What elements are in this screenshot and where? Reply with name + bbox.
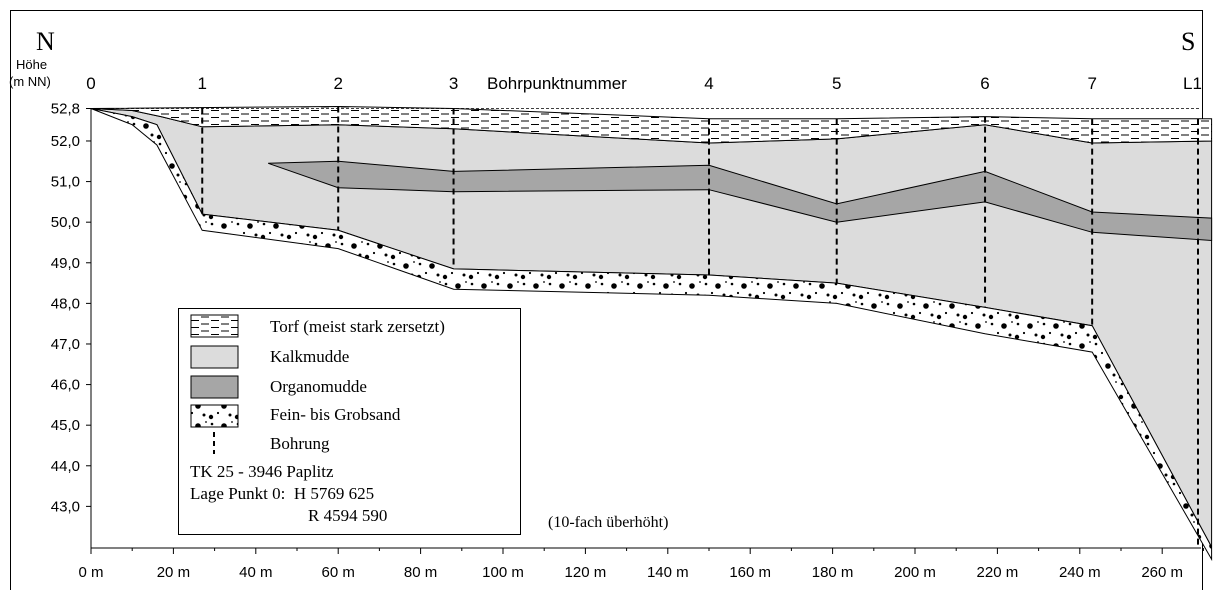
borehole-label-4: 4 [704,74,713,93]
legend-swatch-organomudde [190,375,239,399]
y-axis-title-line2: (m NN) [9,74,51,89]
legend-swatch-kalkmudde [190,345,239,369]
y-tick-label: 52,0 [51,133,80,150]
legend-swatch-sand [190,404,239,428]
y-tick-label: 46,0 [51,377,80,394]
x-tick-label: 80 m [404,564,437,581]
x-tick-label: 0 m [78,564,103,581]
x-tick-label: 260 m [1141,564,1183,581]
layer-organomudde [268,160,1213,242]
compass-south: S [1181,27,1195,56]
borehole-label-5: 5 [832,74,841,93]
x-tick-label: 120 m [565,564,607,581]
legend-label-sand: Fein- bis Grobsand [270,405,401,424]
borehole-label-6: 6 [980,74,989,93]
borehole-lines [201,106,1199,547]
legend-label-organomudde: Organomudde [270,377,367,396]
borehole-label-2: 2 [333,74,342,93]
y-tick-label: 47,0 [51,336,80,353]
y-tick-label: 52,8 [51,101,80,118]
legend: Torf (meist stark zersetzt) Kalkmudde Or… [178,308,521,535]
x-tick-label: 100 m [482,564,524,581]
x-tick-label: 220 m [977,564,1019,581]
x-tick-label: 40 m [239,564,272,581]
y-axis-title-line1: Höhe [16,57,47,72]
y-tick-label: 44,0 [51,458,80,475]
y-tick-label: 49,0 [51,255,80,272]
y-tick-label: 50,0 [51,214,80,231]
stratigraphic-layers [90,105,1213,562]
exaggeration-note: (10-fach überhöht) [548,514,668,531]
legend-label-kalkmudde: Kalkmudde [270,347,349,366]
borehole-label-1: 1 [197,74,206,93]
x-tick-label: 200 m [894,564,936,581]
legend-swatch-torf [190,314,239,338]
borehole-label-7: 7 [1087,74,1096,93]
borehole-labels: 0 1 2 3 4 5 6 7 L1 [86,74,1202,93]
x-tick-label: 20 m [157,564,190,581]
legend-label-torf: Torf (meist stark zersetzt) [270,317,445,336]
legend-label-bohrung: Bohrung [270,434,330,453]
x-tick-label: 140 m [647,564,689,581]
y-tick-label: 51,0 [51,174,80,191]
axes: 52,8 52,0 51,0 50,0 49,0 48,0 47,0 46,0 45,0 44,0… [51,101,1204,581]
borehole-label-3: 3 [449,74,458,93]
y-tick-label: 43,0 [51,498,80,515]
layer-sand [90,108,1213,562]
y-tick-label: 45,0 [51,417,80,434]
x-tick-label: 240 m [1059,564,1101,581]
boreholes-title: Bohrpunktnummer [487,74,627,93]
x-tick-label: 60 m [322,564,355,581]
x-tick-label: 160 m [729,564,771,581]
legend-location-line3: R 4594 590 [308,506,387,525]
x-tick-label: 180 m [812,564,854,581]
borehole-label-L1: L1 [1183,74,1202,93]
legend-location-line2: Lage Punkt 0: H 5769 625 [190,484,374,503]
borehole-label-0: 0 [86,74,95,93]
compass-north: N [36,27,55,56]
legend-location-line1: TK 25 - 3946 Paplitz [190,462,334,481]
y-tick-label: 48,0 [51,295,80,312]
